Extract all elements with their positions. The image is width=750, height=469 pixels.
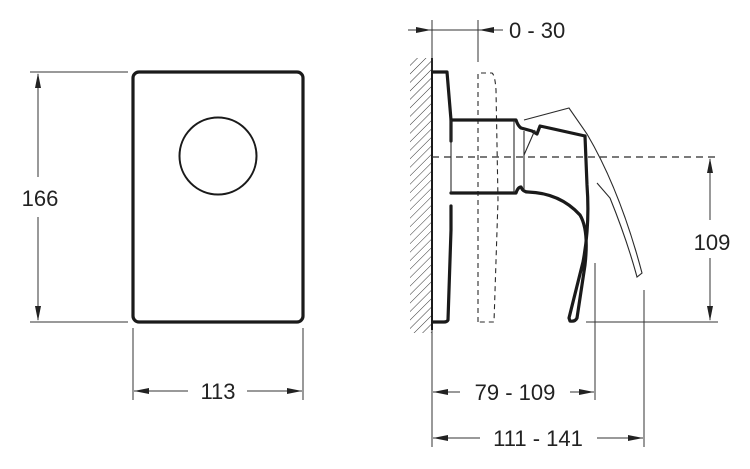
cartridge-body xyxy=(449,118,587,138)
handle-circle xyxy=(178,116,258,196)
height-label: 166 xyxy=(22,186,59,211)
height-dimension xyxy=(30,71,128,323)
width-dimension xyxy=(132,328,304,400)
side-view: 0 - 30 109 79 - 109 xyxy=(408,18,730,451)
width-label: 113 xyxy=(200,379,235,404)
centerline-height-label: 109 xyxy=(694,230,731,255)
alternate-plate-outline xyxy=(477,72,499,323)
cartridge-body-lower xyxy=(449,134,590,323)
projection-short-label: 79 - 109 xyxy=(475,380,556,405)
plate-profile xyxy=(431,70,453,324)
wall-hatching xyxy=(410,58,432,333)
adjustment-label: 0 - 30 xyxy=(509,18,565,43)
raised-lever-outline xyxy=(523,107,643,278)
projection-long-label: 111 - 141 xyxy=(493,426,583,451)
cover-plate xyxy=(131,70,305,324)
front-view: 166 113 xyxy=(22,70,305,404)
